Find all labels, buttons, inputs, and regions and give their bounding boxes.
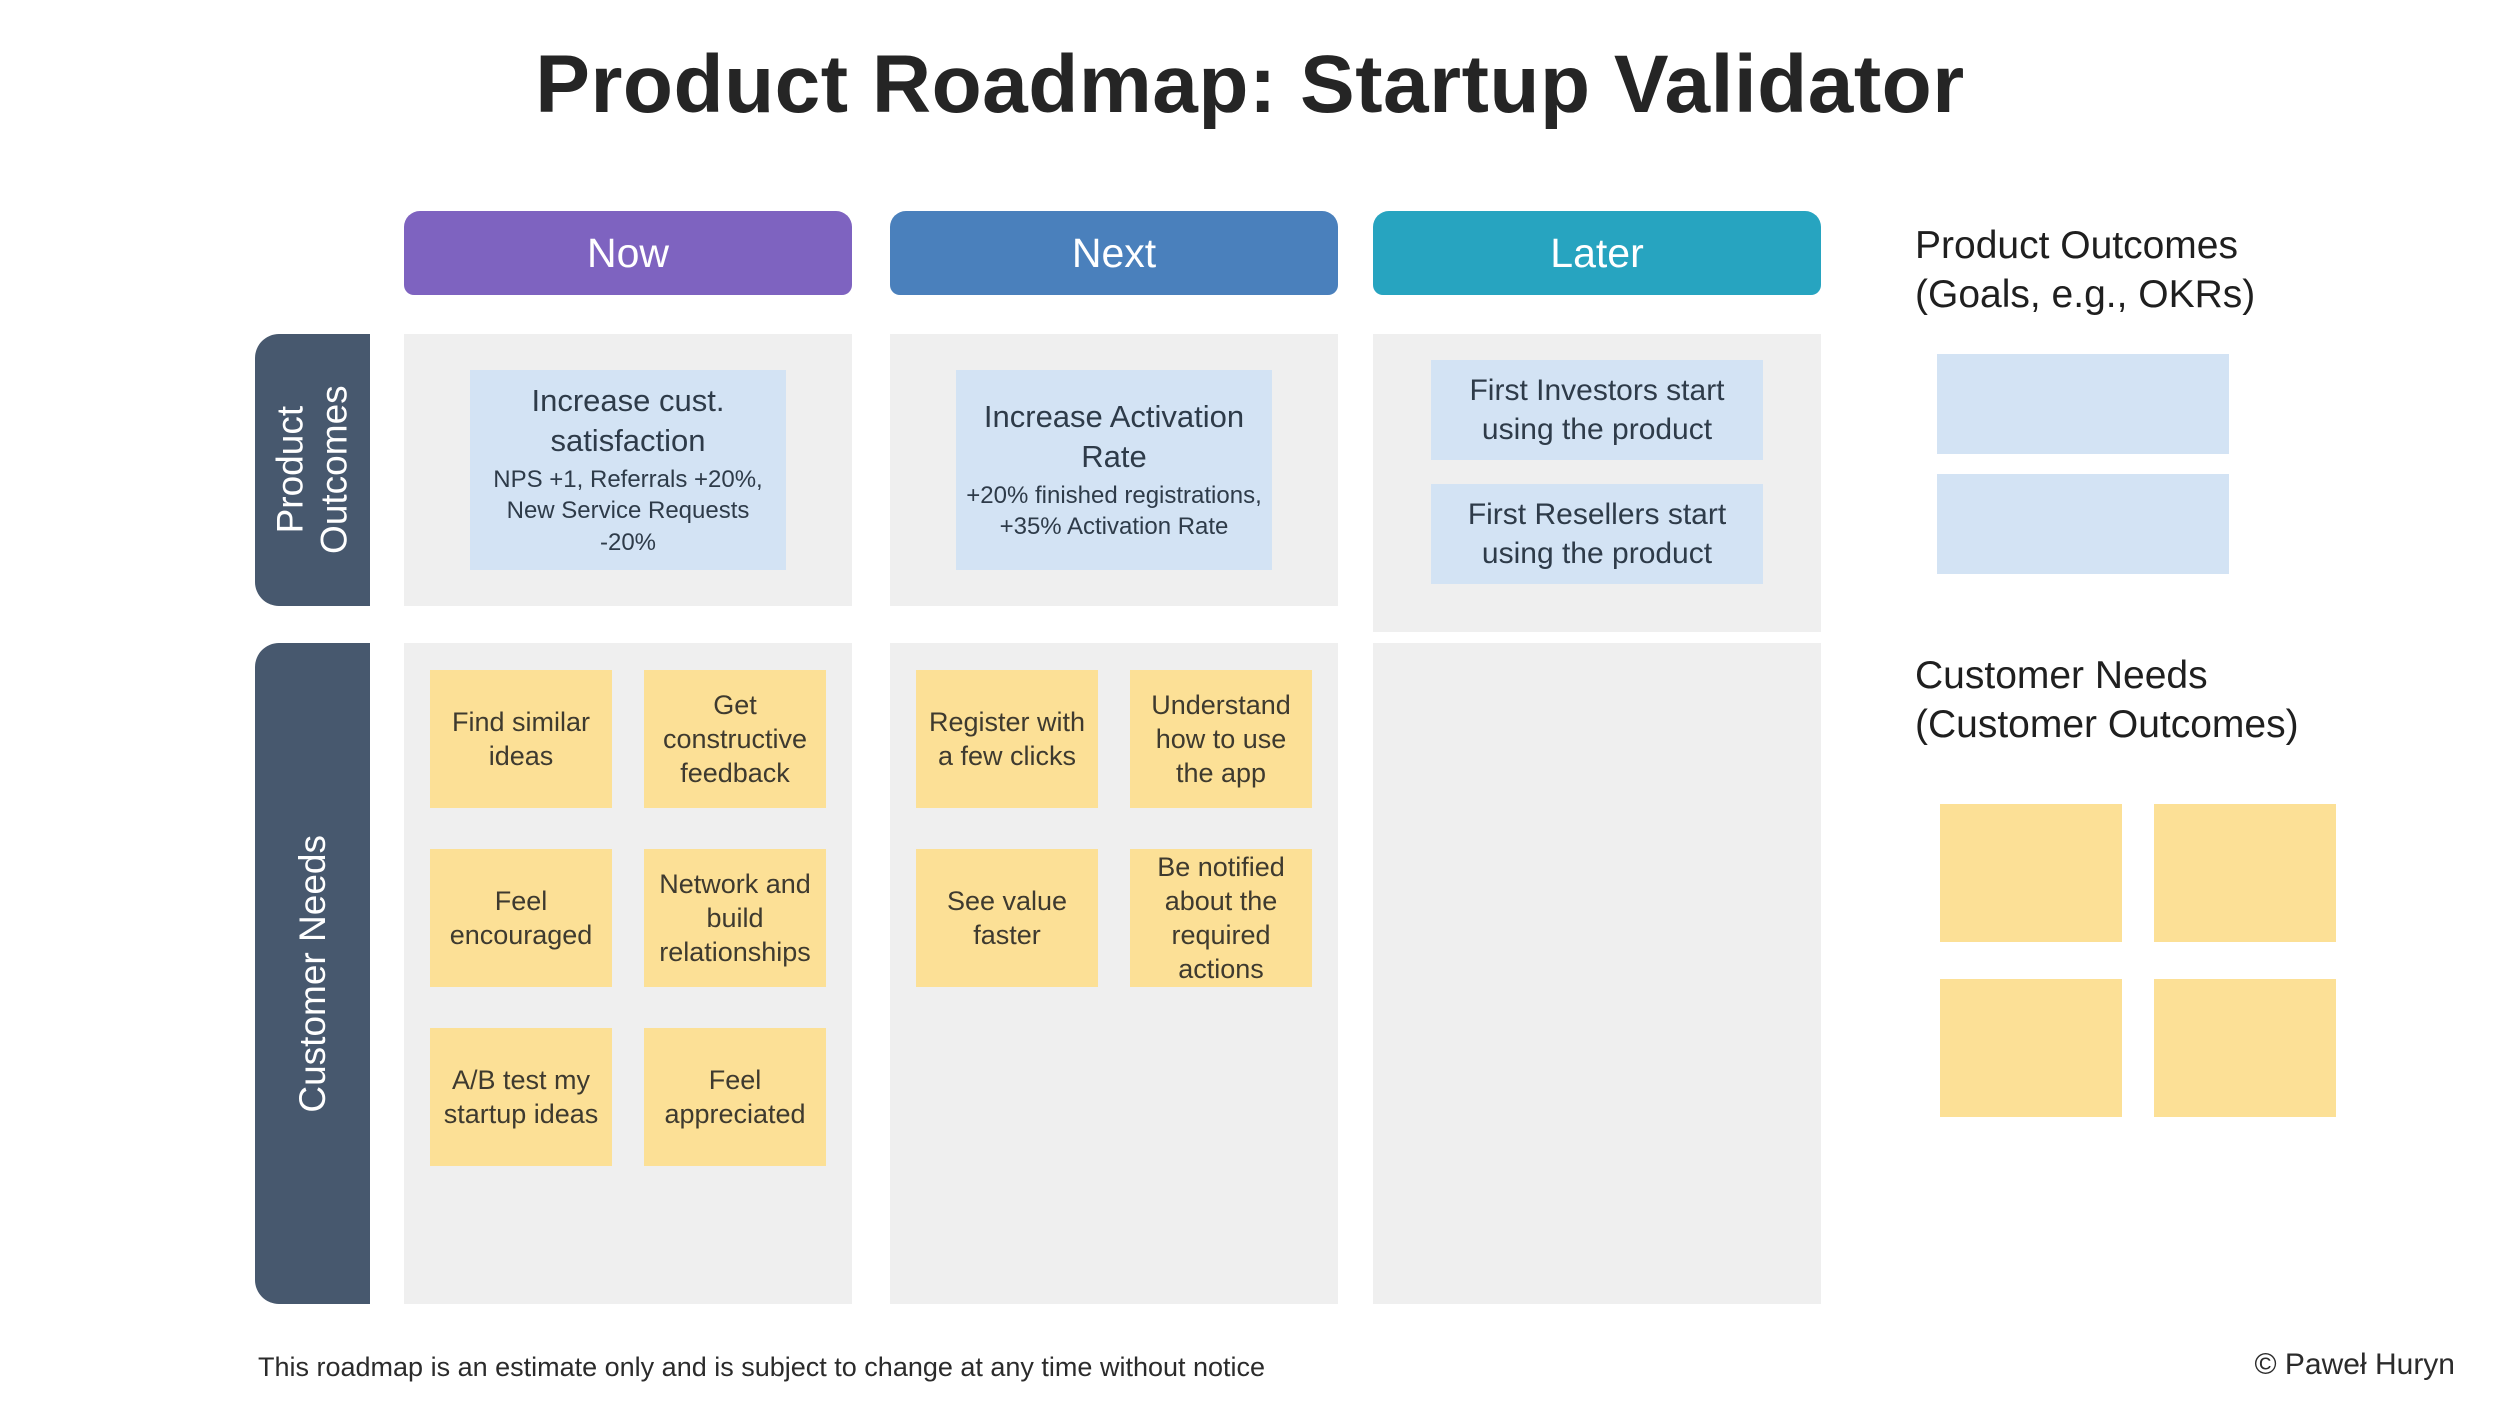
outcome-card-title: Increase Activation Rate <box>983 399 1245 475</box>
sticky-note: Understand how to use the app <box>1130 670 1312 808</box>
outcome-card: First Investors start using the product <box>1431 360 1763 460</box>
credit-text: © Paweł Huryn <box>2254 1348 2455 1381</box>
sticky-note: Network and build relationships <box>644 849 826 987</box>
outcome-card-title: Increase cust. satisfaction <box>531 383 725 459</box>
legend-outcome-swatch <box>1937 474 2229 574</box>
outcome-card-detail: +20% finished registrations, +35% Activa… <box>966 481 1262 541</box>
sticky-note: A/B test my startup ideas <box>430 1028 612 1166</box>
outcome-card: Increase cust. satisfaction NPS +1, Refe… <box>470 370 786 570</box>
legend-sticky-swatch <box>1940 804 2122 942</box>
row-label-product-outcomes-text: Product Outcomes <box>269 385 355 555</box>
page-title: Product Roadmap: Startup Validator <box>535 39 1965 130</box>
cell-product-outcomes-later: First Investors start using the product … <box>1373 334 1821 632</box>
outcome-card: Increase Activation Rate +20% finished r… <box>956 370 1272 570</box>
legend-sticky-swatch <box>1940 979 2122 1117</box>
outcome-card-detail: NPS +1, Referrals +20%, New Service Requ… <box>493 465 763 557</box>
row-label-customer-needs-text: Customer Needs <box>291 834 333 1113</box>
legend-product-outcomes-title: Product Outcomes (Goals, e.g., OKRs) <box>1915 224 2256 316</box>
sticky-note: Register with a few clicks <box>916 670 1098 808</box>
sticky-note: Find similar ideas <box>430 670 612 808</box>
column-header-now: Now <box>404 211 852 295</box>
column-header-next: Next <box>890 211 1338 295</box>
legend-sticky-swatch <box>2154 979 2336 1117</box>
sticky-note: Be notified about the required actions <box>1130 849 1312 987</box>
sticky-note: Get constructive feedback <box>644 670 826 808</box>
sticky-note: See value faster <box>916 849 1098 987</box>
legend-customer-needs-title: Customer Needs (Customer Outcomes) <box>1915 654 2299 746</box>
cell-product-outcomes-now: Increase cust. satisfaction NPS +1, Refe… <box>404 334 852 606</box>
legend-sticky-swatch <box>2154 804 2336 942</box>
cell-product-outcomes-next: Increase Activation Rate +20% finished r… <box>890 334 1338 606</box>
row-label-customer-needs: Customer Needs <box>255 643 370 1304</box>
sticky-grid-now: Find similar ideas Get constructive feed… <box>404 643 852 1166</box>
row-label-product-outcomes: Product Outcomes <box>255 334 370 606</box>
outcome-card: First Resellers start using the product <box>1431 484 1763 584</box>
sticky-note: Feel appreciated <box>644 1028 826 1166</box>
column-header-later: Later <box>1373 211 1821 295</box>
cell-customer-needs-next: Register with a few clicks Understand ho… <box>890 643 1338 1304</box>
legend-outcome-swatch <box>1937 354 2229 454</box>
cell-customer-needs-later <box>1373 643 1821 1304</box>
sticky-grid-next: Register with a few clicks Understand ho… <box>890 643 1338 987</box>
sticky-note: Feel encouraged <box>430 849 612 987</box>
disclaimer-text: This roadmap is an estimate only and is … <box>258 1352 1266 1382</box>
cell-customer-needs-now: Find similar ideas Get constructive feed… <box>404 643 852 1304</box>
